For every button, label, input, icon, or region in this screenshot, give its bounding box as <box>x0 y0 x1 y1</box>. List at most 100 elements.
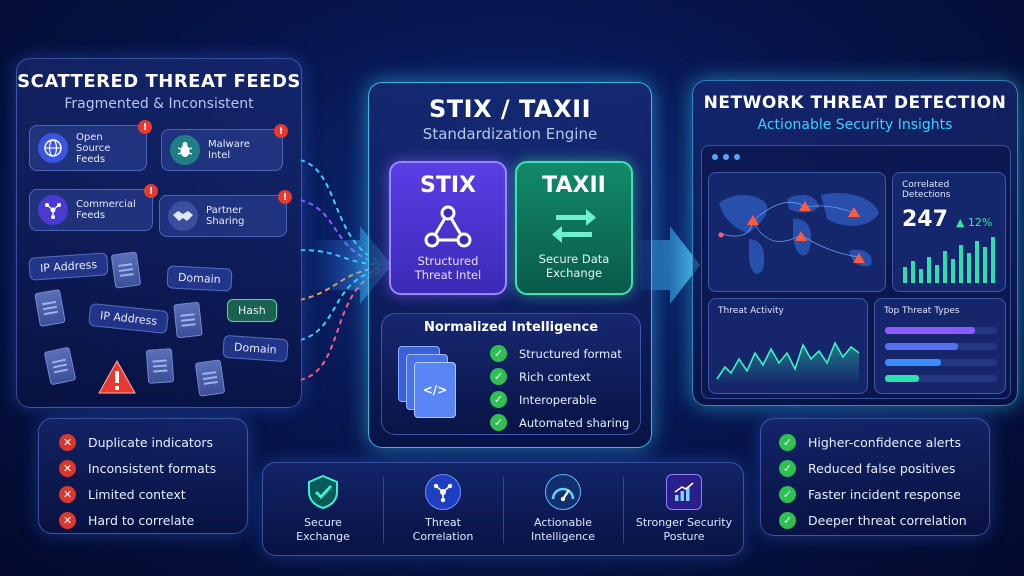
outcome-actionable-intelligence: Actionable Intelligence <box>503 463 623 555</box>
alert-icon: ! <box>138 120 152 134</box>
problems-list: ✕Duplicate indicators ✕Inconsistent form… <box>38 418 248 534</box>
exchange-arrows-icon <box>552 209 596 243</box>
center-panel-subtitle: Standardization Engine <box>422 125 598 143</box>
x-icon: ✕ <box>59 511 76 529</box>
check-icon: ✓ <box>490 414 507 431</box>
code-icon: </> <box>414 362 456 418</box>
shield-check-icon <box>305 474 341 510</box>
normalized-title: Normalized Intelligence <box>423 320 599 335</box>
benefit-item: ✓Higher-confidence alerts <box>779 429 989 455</box>
benefit-item: ✓Faster incident response <box>779 481 989 507</box>
problem-item: ✕Hard to correlate <box>59 507 247 533</box>
document-icon <box>34 289 66 327</box>
feed-label: Open Source Feeds <box>76 131 111 165</box>
world-map-icon <box>718 193 879 274</box>
alert-icon: ! <box>274 124 288 138</box>
detections-bar-chart <box>903 237 995 283</box>
check-icon: ✓ <box>779 485 796 503</box>
stacked-docs-icon: </> <box>398 346 458 422</box>
threat-type-bar-fill <box>885 375 919 382</box>
threat-activity-line-chart <box>716 341 860 385</box>
feed-malware-intel: Malware Intel ! <box>161 124 288 171</box>
feed-label: Commercial Feeds <box>76 199 136 221</box>
top-threat-types-card: Top Threat Types <box>874 298 1006 394</box>
gauge-icon <box>545 474 581 510</box>
window-dots <box>712 154 740 160</box>
right-panel-subtitle: Actionable Security Insights <box>757 117 953 133</box>
top-threat-types-label: Top Threat Types <box>884 306 960 316</box>
threat-type-bars <box>885 327 997 391</box>
stix-title: STIX <box>420 173 476 198</box>
tag-hash: Hash <box>227 299 277 322</box>
threat-activity-card: Threat Activity <box>708 298 868 394</box>
check-icon: ✓ <box>779 511 796 529</box>
threat-type-bar-fill <box>885 327 975 334</box>
feed-open-source: Open Source Feeds ! <box>29 120 152 171</box>
threat-type-bar <box>885 375 997 382</box>
check-icon: ✓ <box>490 391 507 408</box>
globe-icon <box>38 133 68 163</box>
document-icon <box>194 359 226 397</box>
graph-nodes-icon <box>425 474 461 510</box>
x-icon: ✕ <box>59 485 76 503</box>
taxii-box: TAXII Secure Data Exchange <box>515 161 633 295</box>
tag-ip-address: IP Address <box>88 302 170 335</box>
document-icon <box>110 251 142 289</box>
normalized-item: ✓Rich context <box>490 365 629 388</box>
document-icon <box>145 348 175 384</box>
check-icon: ✓ <box>490 368 507 385</box>
taxii-label: Secure Data Exchange <box>538 252 610 280</box>
threat-type-bar <box>885 359 997 366</box>
left-panel-subtitle: Fragmented & Inconsistent <box>64 96 254 112</box>
problem-item: ✕Inconsistent formats <box>59 455 247 481</box>
right-panel-title: NETWORK THREAT DETECTION <box>703 93 1007 113</box>
stix-box: STIX Structured Threat Intel <box>389 161 507 295</box>
problem-item: ✕Duplicate indicators <box>59 429 247 455</box>
benefits-list: ✓Higher-confidence alerts ✓Reduced false… <box>760 418 990 536</box>
threat-type-bar <box>885 343 997 350</box>
check-icon: ✓ <box>490 345 507 362</box>
warning-icon <box>98 359 136 394</box>
taxii-title: TAXII <box>542 173 606 198</box>
correlated-change: ▲ 12% <box>955 216 993 229</box>
stix-label: Structured Threat Intel <box>414 254 482 282</box>
outcome-stronger-posture: Stronger Security Posture <box>623 463 745 555</box>
threat-type-bar-fill <box>885 343 958 350</box>
alert-icon: ! <box>278 190 292 204</box>
normalized-item: ✓Structured format <box>490 342 629 365</box>
scattered-feeds-panel: SCATTERED THREAT FEEDS Fragmented & Inco… <box>16 58 302 408</box>
normalized-intelligence-box: Normalized Intelligence </> ✓Structured … <box>381 313 641 435</box>
threat-map-card <box>708 172 886 292</box>
handshake-icon <box>168 201 198 231</box>
feed-label: Malware Intel <box>208 139 250 161</box>
threat-type-bar <box>885 327 997 334</box>
center-panel-title: STIX / TAXII <box>428 95 591 123</box>
graph-nodes-icon <box>424 205 472 248</box>
network-detection-panel: NETWORK THREAT DETECTION Actionable Secu… <box>692 80 1018 406</box>
check-icon: ✓ <box>779 433 796 451</box>
bar-chart-icon <box>666 474 702 510</box>
tag-domain: Domain <box>222 334 289 363</box>
tag-domain: Domain <box>166 265 233 292</box>
alert-icon: ! <box>144 184 158 198</box>
correlated-label: Correlated Detections <box>902 180 951 200</box>
outcome-secure-exchange: Secure Exchange <box>263 463 383 555</box>
feed-commercial: Commercial Feeds ! <box>29 184 158 231</box>
network-icon <box>38 195 68 225</box>
outcome-threat-correlation: Threat Correlation <box>383 463 503 555</box>
x-icon: ✕ <box>59 433 76 451</box>
standardization-engine-panel: STIX / TAXII Standardization Engine STIX… <box>368 82 652 448</box>
document-icon <box>173 301 203 339</box>
normalized-item: ✓Automated sharing <box>490 411 629 434</box>
benefit-item: ✓Deeper threat correlation <box>779 507 989 533</box>
correlated-value: 247 <box>902 207 948 232</box>
correlated-detections-card: Correlated Detections 247 ▲ 12% <box>892 172 1006 292</box>
left-panel-title: SCATTERED THREAT FEEDS <box>17 71 301 92</box>
bug-icon <box>170 135 200 165</box>
x-icon: ✕ <box>59 459 76 477</box>
threat-type-bar-fill <box>885 359 941 366</box>
problem-item: ✕Limited context <box>59 481 247 507</box>
normalized-item: ✓Interoperable <box>490 388 629 411</box>
feed-partner-sharing: Partner Sharing ! <box>159 190 292 237</box>
document-icon <box>43 346 77 386</box>
